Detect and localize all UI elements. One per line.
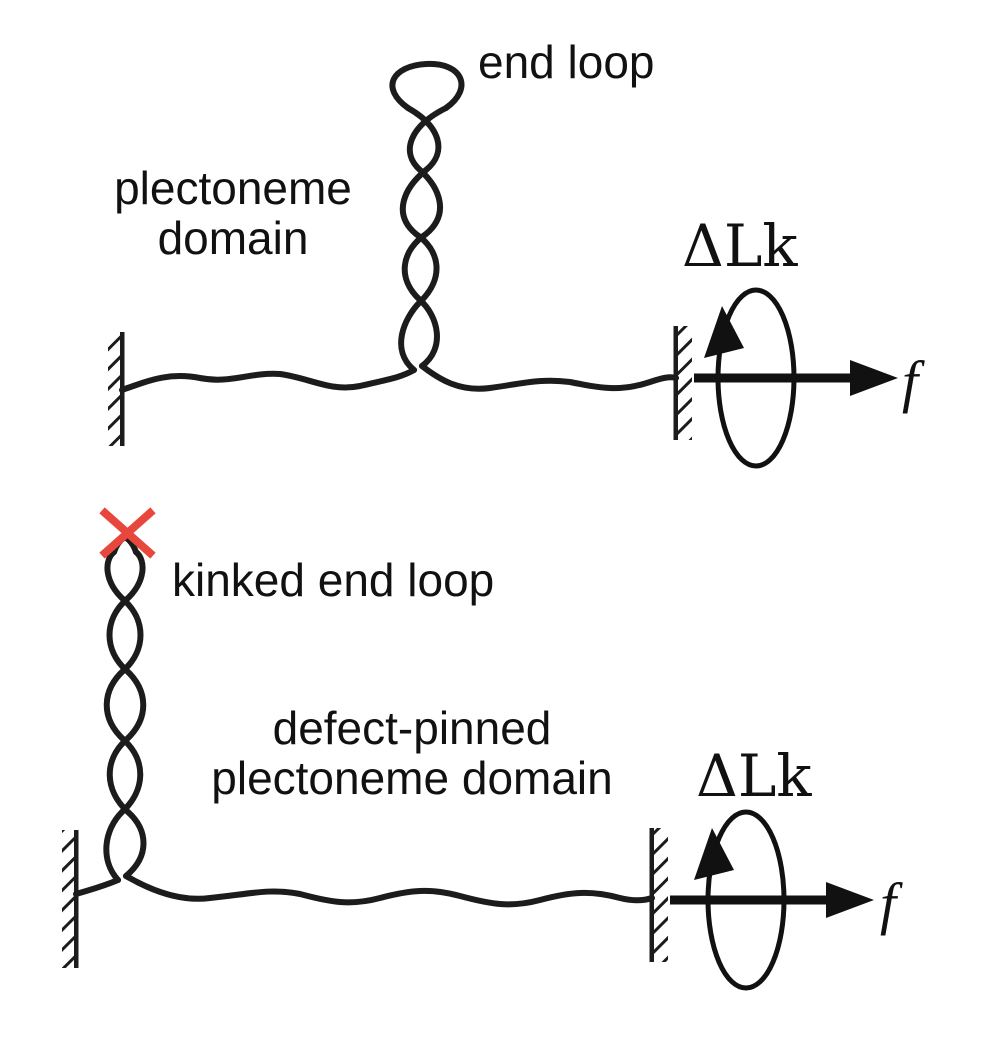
defect-pinned-domain-label: defect-pinned plectoneme domain [166,702,658,804]
defect-pinned-domain-label-line2: plectoneme domain [211,751,613,804]
top-left-strand [119,367,417,393]
top-right-wall [673,326,692,440]
bottom-force-arrowhead [826,882,874,918]
bottom-force-label: f [880,871,897,936]
bottom-rotation-arrowhead [694,828,734,880]
top-rotation-arrowhead [704,306,744,358]
top-linking-number-label: ΔLk [682,212,798,280]
kinked-end-loop-label: kinked end loop [172,554,495,606]
end-loop-label: end loop [478,36,655,88]
top-end-loop [389,60,465,111]
bottom-plectoneme-strand-b [106,549,147,879]
plectoneme-domain-label: plectoneme domain [92,162,374,264]
top-force-label: f [902,349,919,414]
defect-pinned-domain-label-line1: defect-pinned [272,702,552,754]
kink-marker-icon [99,507,156,559]
top-plectoneme-strand-a [398,105,442,373]
plectoneme-domain-label-line1: plectoneme [114,162,352,214]
plectoneme-domain-label-line2: domain [157,211,309,264]
top-panel [108,60,898,469]
bottom-left-strand [73,877,121,897]
bottom-left-wall [62,830,79,968]
top-plectoneme-strand-b [401,105,449,369]
bottom-right-wall [649,828,668,962]
bottom-right-strand [123,873,655,908]
bottom-linking-number-label: ΔLk [696,742,812,810]
top-force-arrowhead [850,360,898,396]
bottom-panel [62,507,874,991]
top-right-strand [419,363,679,392]
